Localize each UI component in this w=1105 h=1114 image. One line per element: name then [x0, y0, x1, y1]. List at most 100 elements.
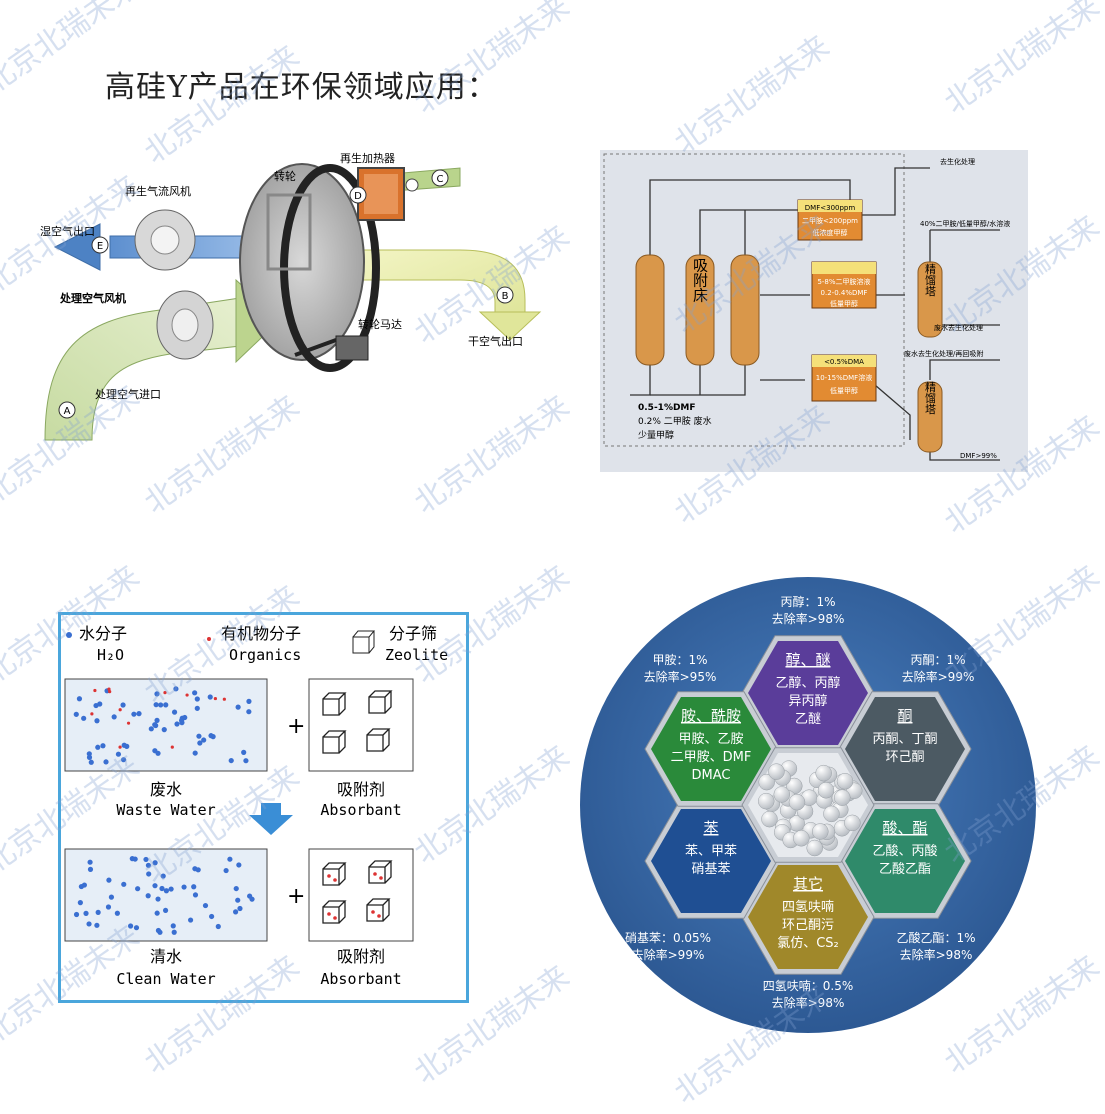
heater-icon [357, 167, 419, 221]
water-molecule [236, 862, 242, 868]
removal-label-2: 丙酮：1%去除率>99% [902, 653, 975, 684]
water-molecule [97, 701, 103, 707]
label-waste-bio-recycle: 废水去生化处理/再回吸附 [904, 349, 983, 358]
water-molecule [135, 886, 141, 892]
water-molecule [241, 749, 247, 755]
water-molecule [106, 877, 112, 883]
legend-organics-en: Organics [229, 646, 301, 664]
label-to-biotreat: 去生化处理 [940, 157, 975, 166]
svg-text:去除率>98%: 去除率>98% [772, 995, 845, 1010]
legend-organics: 有机物分子 [221, 624, 301, 643]
label-regen-heater: 再生加热器 [340, 151, 395, 165]
water-molecule [194, 696, 200, 702]
organic-molecule [107, 687, 111, 691]
svg-text:10-15%DMF溶液: 10-15%DMF溶液 [816, 373, 872, 382]
box-dmf-solution: <0.5%DMA 10-15%DMF溶液 低量甲醇 [811, 354, 877, 402]
inlet-line-3: 少量甲醇 [638, 429, 674, 441]
water-molecule [235, 897, 241, 903]
svg-text:甲胺：1%: 甲胺：1% [652, 653, 707, 667]
water-molecule [120, 757, 127, 763]
water-molecule [174, 721, 180, 727]
absorbant-box-1 [308, 678, 414, 772]
dry-outlet-pipe [359, 249, 526, 316]
hex-line: 乙醚 [795, 712, 821, 727]
organic-molecule [118, 745, 122, 749]
label-absorbant-1-en: Absorbant [320, 801, 401, 819]
water-molecule [246, 709, 252, 715]
organic-molecule [163, 691, 167, 695]
plus-sign-1: + [287, 714, 305, 739]
organic-molecule [213, 696, 217, 701]
water-molecule [160, 873, 166, 879]
label-absorbant-2-en: Absorbant [320, 970, 401, 988]
water-molecule [227, 856, 233, 862]
svg-text:二甲胺<200ppm: 二甲胺<200ppm [802, 216, 858, 225]
water-molecule [233, 885, 239, 892]
water-molecule [208, 733, 214, 739]
zeolite-cube-icon [352, 630, 376, 654]
watermark: 北京北瑞未来 [668, 28, 836, 161]
svg-text:精馏塔: 精馏塔 [924, 263, 937, 297]
hex-title: 醇、醚 [785, 651, 830, 669]
label-process-inlet: 处理空气进口 [95, 387, 161, 401]
svg-text:去除率>98%: 去除率>98% [772, 611, 845, 626]
down-arrow-icon [249, 803, 293, 835]
water-molecule [121, 742, 127, 748]
water-molecule [157, 929, 163, 935]
hex-title: 酮 [897, 707, 912, 725]
water-molecule [171, 709, 178, 715]
desiccant-wheel-diagram: A B C D E 再生加热器 转轮 再生气流风机 湿空气出口 处理空气风机 转… [40, 140, 560, 460]
svg-text:低浓度甲醇: 低浓度甲醇 [813, 228, 848, 237]
water-molecule [201, 737, 207, 743]
waste-water-box [64, 678, 268, 772]
inlet-line-2: 0.2% 二甲胺 废水 [638, 415, 712, 427]
center-hex-zeolite-beads [741, 747, 875, 863]
zeolite-cube [368, 860, 393, 884]
hex-line: 乙酸、丙酸 [872, 844, 937, 859]
label-wet-outlet: 湿空气出口 [40, 224, 95, 238]
hex-line: 二甲胺、DMF [671, 750, 752, 765]
label-clean-water-en: Clean Water [116, 970, 215, 988]
svg-text:乙酸乙酯：1%: 乙酸乙酯：1% [896, 930, 975, 945]
water-molecule [145, 893, 151, 899]
organic-molecule [93, 688, 97, 693]
water-molecule [163, 702, 169, 708]
water-molecule [78, 883, 85, 890]
water-molecule [237, 905, 243, 912]
svg-text:低量甲醇: 低量甲醇 [830, 386, 858, 395]
adsorber-column-2 [685, 254, 715, 366]
svg-text:去除率>99%: 去除率>99% [902, 669, 975, 684]
svg-text:去除率>99%: 去除率>99% [632, 947, 705, 962]
water-molecule [86, 754, 93, 760]
organic-molecule [126, 721, 131, 725]
marker-a: A [58, 401, 76, 419]
hex-title: 酸、酯 [882, 819, 927, 837]
removal-label-3: 甲胺：1%去除率>95% [644, 653, 717, 684]
label-waste-water: 废水 [150, 780, 182, 799]
distillation-column-2: 精馏塔 [917, 381, 943, 453]
svg-text:D: D [354, 191, 362, 202]
marker-d: D [349, 186, 367, 204]
label-rotor: 转轮 [274, 169, 296, 183]
distillation-column-1: 精馏塔 [917, 261, 943, 338]
water-molecule [228, 757, 234, 764]
svg-text:0.2-0.4%DMF: 0.2-0.4%DMF [821, 289, 868, 297]
removal-label-4: 硝基苯：0.05%去除率>99% [625, 931, 711, 962]
water-molecule [127, 923, 134, 929]
water-molecule [192, 750, 198, 756]
label-process-fan: 处理空气风机 [59, 291, 126, 305]
adsorption-schematic: 水分子 H₂O 有机物分子 Organics 分子筛 Zeolite + 废水 … [58, 612, 469, 1003]
label-dry-outlet: 干空气出口 [468, 334, 523, 348]
water-molecule [155, 896, 161, 902]
water-molecule [233, 909, 239, 915]
marker-e: E [91, 236, 109, 254]
label-waste-water-en: Waste Water [116, 801, 215, 819]
hex-line: 环己酮 [885, 750, 924, 765]
water-molecule [246, 698, 252, 704]
zeolite-cubes-empty [322, 690, 393, 754]
water-molecule [196, 733, 202, 739]
rotor-wheel [239, 163, 365, 361]
water-molecule [136, 711, 142, 717]
water-molecule [95, 909, 101, 915]
removal-label-5: 乙酸乙酯：1%去除率>98% [896, 930, 975, 962]
